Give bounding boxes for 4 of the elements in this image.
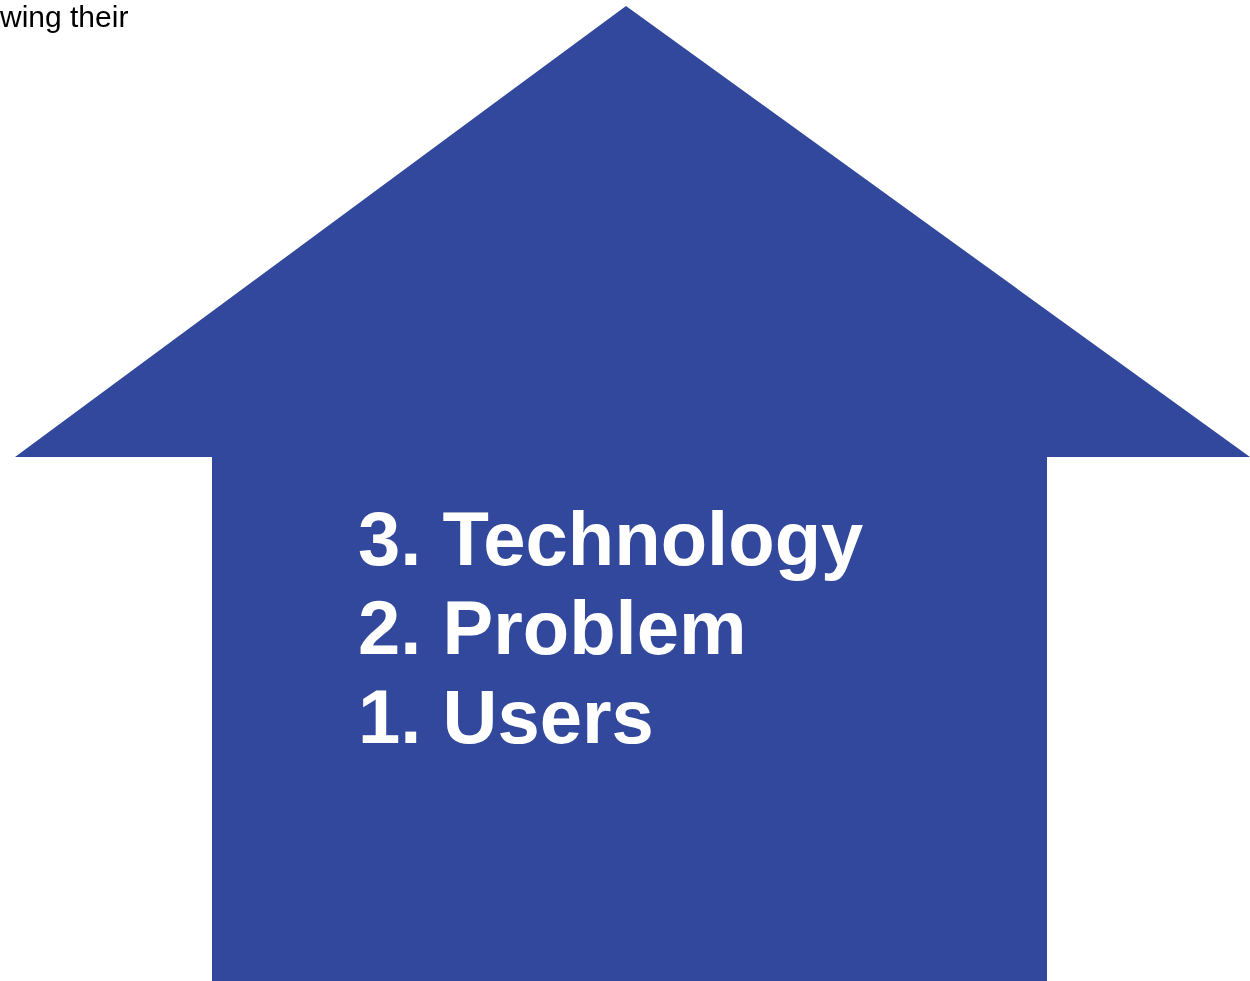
list-item: 3. Technology (358, 495, 864, 583)
list-item: 1. Users (358, 673, 655, 761)
list-item: 2. Problem (358, 584, 748, 672)
note-text: wing their (0, 0, 129, 34)
